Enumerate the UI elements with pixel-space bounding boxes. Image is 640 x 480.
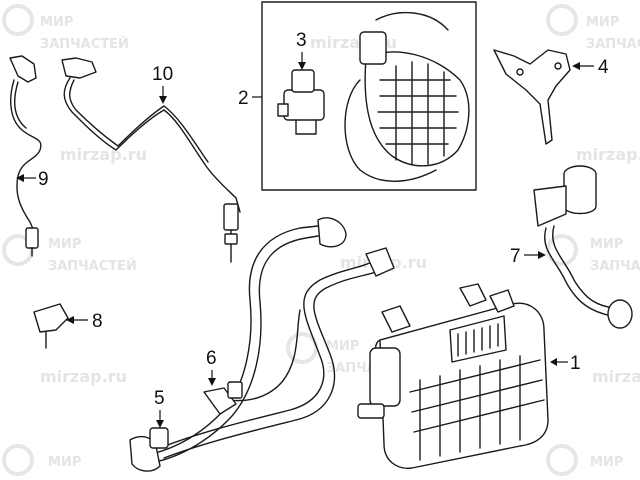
part-3-purge-solenoid	[277, 69, 325, 135]
callout-label-7: 7	[510, 246, 521, 267]
watermark-logo-top-left: МИР ЗАПЧАСТЕЙ	[2, 4, 129, 52]
hose-connector-top	[317, 217, 347, 248]
watermark-logo-top-right: МИР ЗАПЧАСТЕЙ	[546, 4, 640, 52]
watermark-layer: МИР ЗАПЧАСТЕЙ МИР ЗАПЧАСТЕЙ МИР ЗАПЧАСТЕ…	[2, 4, 640, 476]
watermark-logo-bottom-left: МИР	[2, 444, 81, 476]
callout-3: 3	[296, 30, 307, 70]
part-8-sensor	[33, 303, 69, 349]
watermark-brand-bottom: ЗАПЧАСТЕЙ	[48, 258, 137, 274]
watermark-site-right: mirzap.ru	[576, 145, 640, 164]
callout-2: 2	[238, 88, 262, 109]
leak-detection-pump	[344, 11, 470, 182]
watermark-brand-bottom: ЗАПЧАСТЕЙ	[586, 36, 640, 52]
part-10-oxygen-sensor	[61, 57, 241, 263]
watermark-logo-mid-right: МИР ЗАПЧАСТЕЙ	[546, 234, 640, 274]
callout-label-9: 9	[38, 169, 49, 190]
part-9-oxygen-sensor	[9, 55, 42, 257]
callout-label-6: 6	[206, 348, 217, 369]
watermark-logo-mid-left: МИР ЗАПЧАСТЕЙ	[2, 234, 137, 274]
part-4-bracket	[493, 49, 571, 145]
part-2-assembly-box	[261, 1, 477, 191]
watermark-brand-top: МИР	[40, 15, 73, 30]
callout-9: 9	[16, 169, 49, 190]
part-7-vent-valve	[533, 165, 633, 329]
callout-layer: 1 2 3 4 5 6	[16, 30, 609, 428]
callout-label-10: 10	[152, 64, 173, 85]
watermark-logo-bottom-right: МИР	[546, 444, 623, 476]
watermark-brand-top: МИР	[326, 339, 359, 354]
watermark-brand-top: МИР	[48, 455, 81, 470]
callout-5: 5	[154, 388, 165, 428]
callout-7: 7	[510, 246, 546, 267]
part-6-hose	[203, 381, 243, 415]
callout-label-4: 4	[598, 57, 609, 78]
watermark-brand-top: МИР	[590, 455, 623, 470]
callout-1: 1	[550, 353, 581, 374]
callout-label-1: 1	[570, 353, 581, 374]
watermark-brand-bottom: ЗАПЧАСТЕЙ	[40, 36, 129, 52]
callout-8: 8	[66, 311, 103, 332]
callout-label-5: 5	[154, 388, 165, 409]
watermark-brand-top: МИР	[590, 237, 623, 252]
callout-label-8: 8	[92, 311, 103, 332]
watermark-site-bottom-right: mirzap.ru	[592, 367, 640, 386]
callout-6: 6	[206, 348, 217, 386]
hose-assembly	[129, 217, 395, 472]
hose-connector-right	[365, 247, 395, 277]
callout-label-2: 2	[238, 88, 249, 109]
callout-4: 4	[572, 57, 609, 78]
watermark-brand-top: МИР	[48, 237, 81, 252]
part-5-hose	[129, 427, 169, 472]
watermark-site-left: mirzap.ru	[60, 145, 147, 164]
watermark-brand-bottom: ЗАПЧАСТЕЙ	[590, 258, 640, 274]
watermark-site-bottom-left: mirzap.ru	[40, 367, 127, 386]
callout-10: 10	[152, 64, 173, 104]
watermark-brand-top: МИР	[586, 15, 619, 30]
callout-label-3: 3	[296, 30, 307, 51]
part-1-evap-canister	[357, 283, 549, 469]
